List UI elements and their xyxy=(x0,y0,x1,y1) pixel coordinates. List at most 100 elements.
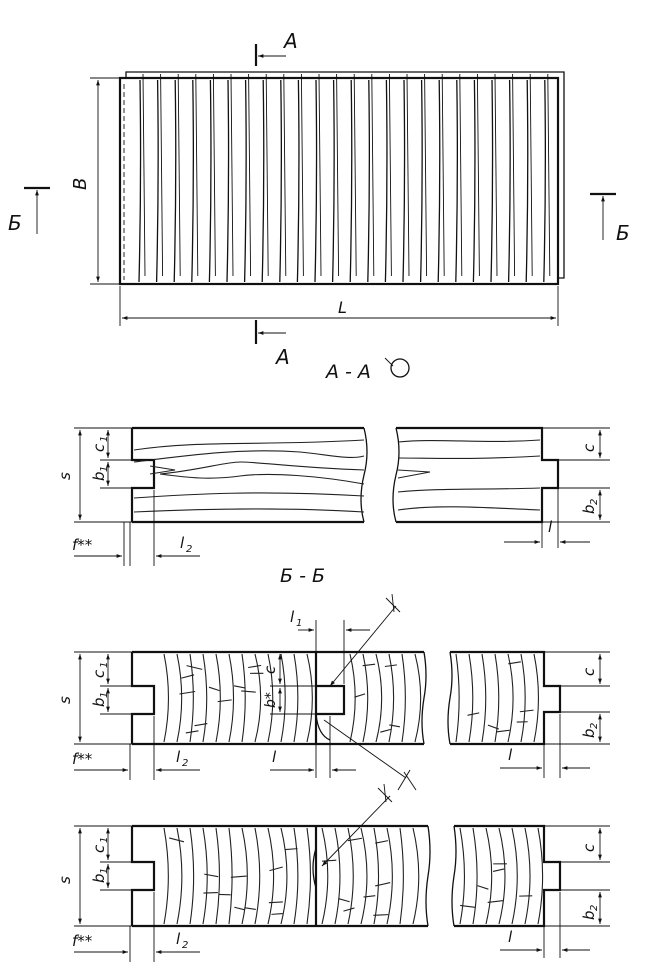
grain-crack xyxy=(347,837,363,842)
svg-text:s: s xyxy=(56,472,74,480)
svg-text:2: 2 xyxy=(182,940,188,951)
grain-ring xyxy=(163,653,170,743)
plan-slat-edge xyxy=(547,73,551,277)
grain-ring xyxy=(412,827,420,925)
svg-text:A - A: A - A xyxy=(324,361,371,383)
plan-slat-line xyxy=(490,79,494,283)
grain-ring xyxy=(455,653,460,743)
plan-slat-edge xyxy=(212,73,216,277)
plan-slat-line xyxy=(279,79,283,283)
svg-text:c: c xyxy=(90,844,108,853)
grain-crack xyxy=(519,709,534,713)
svg-text:2: 2 xyxy=(182,758,188,769)
grain-crack xyxy=(508,661,521,665)
grain-crack xyxy=(179,690,196,695)
grain-ring xyxy=(485,827,493,925)
grain-crack xyxy=(389,724,401,728)
svg-text:c: c xyxy=(580,667,598,676)
grain-ring xyxy=(189,827,195,925)
plan-slat-line xyxy=(243,79,247,283)
grain-ring xyxy=(241,827,248,925)
bb-grain xyxy=(163,653,540,743)
svg-text:c: c xyxy=(580,843,598,852)
svg-text:c: c xyxy=(261,665,279,674)
plan-slat-edge xyxy=(371,73,375,277)
svg-text:c: c xyxy=(580,443,598,452)
grain-crack xyxy=(380,728,391,733)
grain-ring xyxy=(267,653,274,743)
plan-slat-edge xyxy=(459,73,463,277)
svg-text:l: l xyxy=(508,746,513,764)
grain-crack xyxy=(233,685,246,689)
plan-slat-line xyxy=(384,79,388,283)
svg-text:l: l xyxy=(548,518,553,536)
grain-ring xyxy=(468,653,474,743)
section-aa: s c 1 b 1 f** l 2 c b 2 l xyxy=(56,426,610,566)
plan-slat-edge xyxy=(265,73,269,277)
section-bb: s c 1 b 1 f** l 2 l 1 c b* l xyxy=(56,593,610,791)
plan-slat-edge xyxy=(283,73,287,277)
grain-ring xyxy=(537,827,544,925)
grain-ring xyxy=(202,827,208,925)
section-aa-title: A - A xyxy=(324,357,410,383)
svg-text:s: s xyxy=(56,876,74,884)
plan-slat-edge xyxy=(160,73,164,277)
grain-crack xyxy=(460,904,476,908)
plan-slat-edge xyxy=(142,73,146,277)
grain-crack xyxy=(375,882,391,887)
svg-text:b: b xyxy=(90,697,108,707)
grain-ring xyxy=(215,653,221,743)
grain-crack xyxy=(354,693,366,698)
grain-ring xyxy=(280,827,288,925)
grain-ring xyxy=(414,653,422,743)
grain-crack xyxy=(230,875,247,878)
grain-ring xyxy=(280,653,286,743)
svg-text:1: 1 xyxy=(99,692,110,698)
plan-slats xyxy=(138,73,551,283)
svg-text:b: b xyxy=(90,873,108,883)
grain-crack xyxy=(204,873,219,878)
svg-text:l: l xyxy=(180,534,185,552)
grain-ring xyxy=(228,827,233,925)
grain-crack xyxy=(343,907,355,912)
grain-crack xyxy=(185,730,199,734)
section-marker-b-right: Б xyxy=(590,192,630,245)
grain-crack xyxy=(338,898,350,903)
svg-text:l: l xyxy=(290,608,295,626)
grain-ring xyxy=(306,827,312,925)
grain-ring xyxy=(334,827,341,925)
grain-crack xyxy=(181,674,195,679)
grain-ring xyxy=(386,827,393,925)
grain-ring xyxy=(375,653,383,743)
plan-slat-edge xyxy=(230,73,234,277)
grain-crack xyxy=(495,729,510,733)
svg-text:f**: f** xyxy=(72,536,93,554)
plan-slat-line xyxy=(455,79,459,283)
plan-slat-edge xyxy=(248,73,252,277)
svg-text:Б: Б xyxy=(8,211,22,235)
grain-ring xyxy=(481,653,487,743)
svg-text:1: 1 xyxy=(99,868,110,874)
plan-view: B L A A Б Б xyxy=(8,29,630,369)
grain-ring xyxy=(321,827,329,925)
grain-crack xyxy=(487,724,499,730)
svg-text:2: 2 xyxy=(589,905,600,911)
plan-slat-edge xyxy=(476,73,480,277)
grain-ring xyxy=(399,827,404,925)
plan-slat-line xyxy=(367,79,371,283)
plan-slat-edge xyxy=(336,73,340,277)
plan-slat-edge xyxy=(406,73,410,277)
plan-slat-edge xyxy=(300,73,304,277)
grain-crack xyxy=(169,837,185,843)
grain-ring xyxy=(507,653,514,743)
grain-crack xyxy=(322,859,337,862)
plan-slat-edge xyxy=(529,73,533,277)
svg-text:b: b xyxy=(580,910,598,920)
svg-text:c: c xyxy=(90,669,108,678)
grain-crack xyxy=(362,663,376,667)
plan-slat-edge xyxy=(177,73,181,277)
plan-slat-line xyxy=(543,79,547,283)
grain-ring xyxy=(520,653,526,743)
svg-text:b*: b* xyxy=(263,692,279,708)
